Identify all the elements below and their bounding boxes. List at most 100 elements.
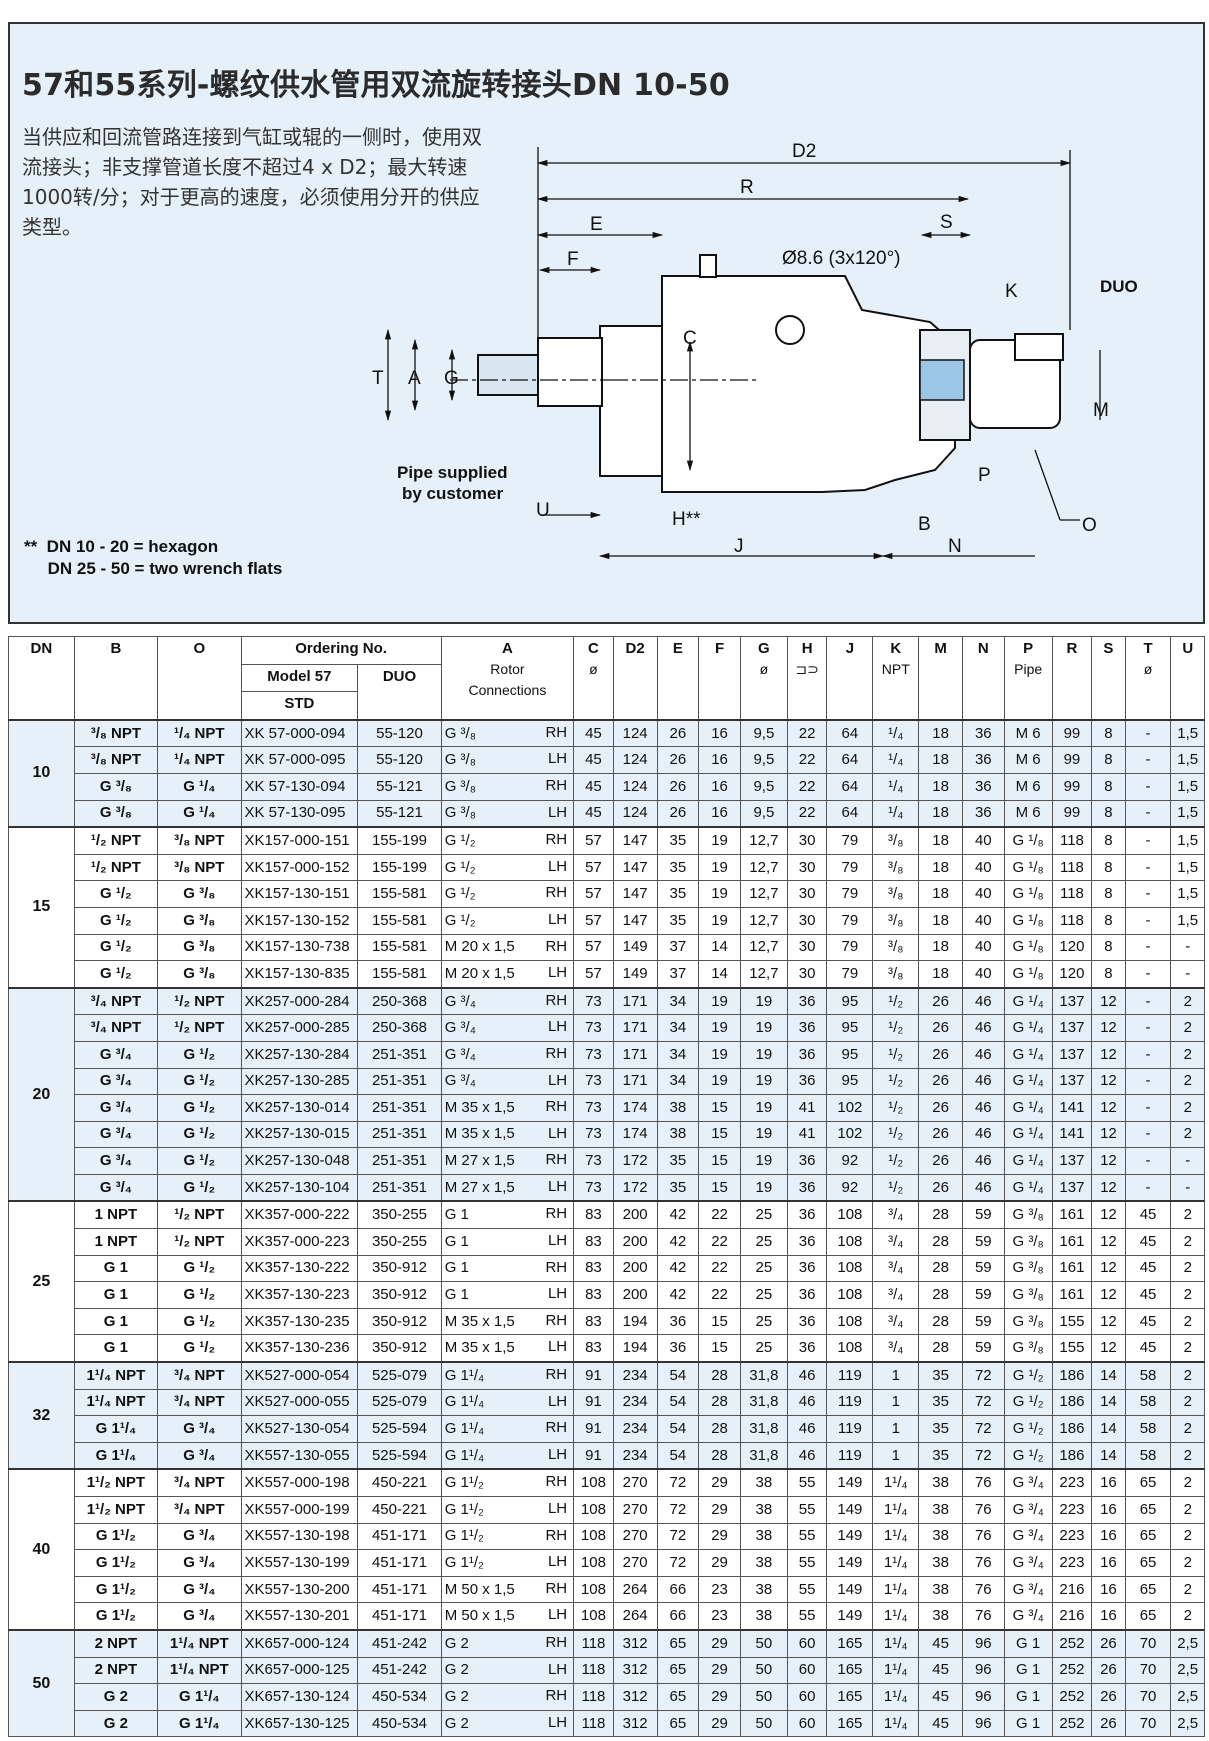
cell-u: 2: [1170, 1040, 1205, 1069]
cell-b: G 1: [73, 1307, 159, 1336]
cell-duo: 251-351: [357, 1040, 442, 1069]
cell-o: G ³/₄: [157, 1602, 242, 1631]
cell-k: 1¹/₄: [872, 1575, 920, 1604]
cell-u: 2,5: [1170, 1683, 1205, 1711]
cell-duo: 450-534: [357, 1683, 442, 1711]
cell-f: 19: [698, 826, 741, 855]
cell-hand: LH: [547, 1338, 568, 1356]
cell-model-std: XK527-130-054: [240, 1415, 359, 1443]
cell-s: 26: [1091, 1656, 1126, 1685]
cell-r: 137: [1051, 1147, 1093, 1175]
cell-n: 96: [961, 1656, 1005, 1685]
cell-s: 26: [1091, 1683, 1126, 1711]
cell-u: 2: [1170, 1014, 1205, 1042]
cell-f: 22: [698, 1281, 741, 1309]
cell-s: 12: [1091, 1281, 1126, 1309]
cell-duo: 55-121: [357, 799, 442, 828]
cell-e: 35: [656, 826, 700, 855]
cell-o: G ¹/₄: [157, 772, 242, 801]
cell-t: 58: [1124, 1388, 1172, 1417]
cell-d2: 200: [612, 1200, 658, 1230]
cell-u: 2: [1170, 1549, 1205, 1577]
cell-e: 66: [656, 1602, 700, 1631]
cell-g: 19: [739, 1014, 788, 1042]
col-std: STD: [240, 691, 359, 721]
cell-j: 79: [826, 933, 874, 962]
cell-r: 118: [1051, 880, 1093, 908]
cell-e: 65: [656, 1628, 700, 1658]
cell-c: 83: [573, 1254, 614, 1283]
cell-f: 28: [698, 1388, 741, 1417]
cell-hand: LH: [547, 1445, 568, 1463]
cell-j: 64: [826, 772, 874, 801]
cell-hand: RH: [545, 1151, 568, 1169]
cell-r: 120: [1051, 960, 1093, 989]
cell-model-std: XK357-130-222: [240, 1254, 359, 1283]
cell-u: 2: [1170, 1468, 1205, 1498]
cell-duo: 155-581: [357, 880, 442, 908]
cell-u: 2: [1170, 1200, 1205, 1230]
cell-u: 1,5: [1170, 799, 1205, 828]
cell-duo: 350-912: [357, 1254, 442, 1283]
cell-g: 9,5: [739, 746, 788, 774]
cell-o: G ¹/₂: [157, 1040, 242, 1069]
cell-e: 54: [656, 1388, 700, 1417]
cell-c: 73: [573, 1040, 614, 1069]
cell-b: G ¹/₂: [73, 880, 159, 908]
cell-o: G ¹/₂: [157, 1173, 242, 1202]
cell-n: 72: [961, 1441, 1005, 1470]
cell-f: 28: [698, 1441, 741, 1470]
cell-t: -: [1124, 746, 1172, 774]
cell-r: 155: [1051, 1307, 1093, 1336]
cell-s: 12: [1091, 1040, 1126, 1069]
cell-j: 79: [826, 906, 874, 935]
cell-p: G ³/₈: [1003, 1307, 1053, 1336]
cell-hand: RH: [545, 1366, 568, 1384]
col-m: M: [918, 635, 963, 721]
cell-u: 2: [1170, 1361, 1205, 1390]
cell-c: 73: [573, 1120, 614, 1149]
cell-dn: 25: [8, 1200, 75, 1363]
cell-f: 22: [698, 1228, 741, 1256]
cell-e: 37: [656, 933, 700, 962]
cell-hand: RH: [545, 831, 568, 849]
cell-g: 38: [739, 1575, 788, 1604]
cell-g: 31,8: [739, 1441, 788, 1470]
cell-e: 36: [656, 1334, 700, 1363]
cell-j: 108: [826, 1200, 874, 1230]
cell-r: 141: [1051, 1094, 1093, 1122]
col-model57: Model 57: [240, 663, 359, 693]
cell-t: -: [1124, 880, 1172, 908]
cell-s: 8: [1091, 826, 1126, 855]
cell-t: -: [1124, 799, 1172, 828]
cell-j: 79: [826, 880, 874, 908]
cell-j: 165: [826, 1656, 874, 1685]
cell-t: -: [1124, 1067, 1172, 1096]
product-description: 当供应和回流管路连接到气缸或辊的一侧时，使用双流接头；非支撑管道长度不超过4 x…: [22, 125, 482, 239]
cell-c: 118: [573, 1656, 614, 1685]
cell-h: 36: [786, 1014, 828, 1042]
cell-h: 36: [786, 1040, 828, 1069]
cell-duo: 350-912: [357, 1334, 442, 1363]
cell-d2: 124: [612, 718, 658, 748]
cell-r: 161: [1051, 1281, 1093, 1309]
cell-j: 102: [826, 1120, 874, 1149]
cell-m: 18: [918, 906, 963, 935]
col-d2: D2: [612, 635, 658, 721]
dim-label-n: N: [948, 536, 962, 557]
cell-s: 16: [1091, 1496, 1126, 1524]
cell-m: 18: [918, 772, 963, 801]
header-row-2: Model 57 DUO: [9, 663, 1205, 721]
